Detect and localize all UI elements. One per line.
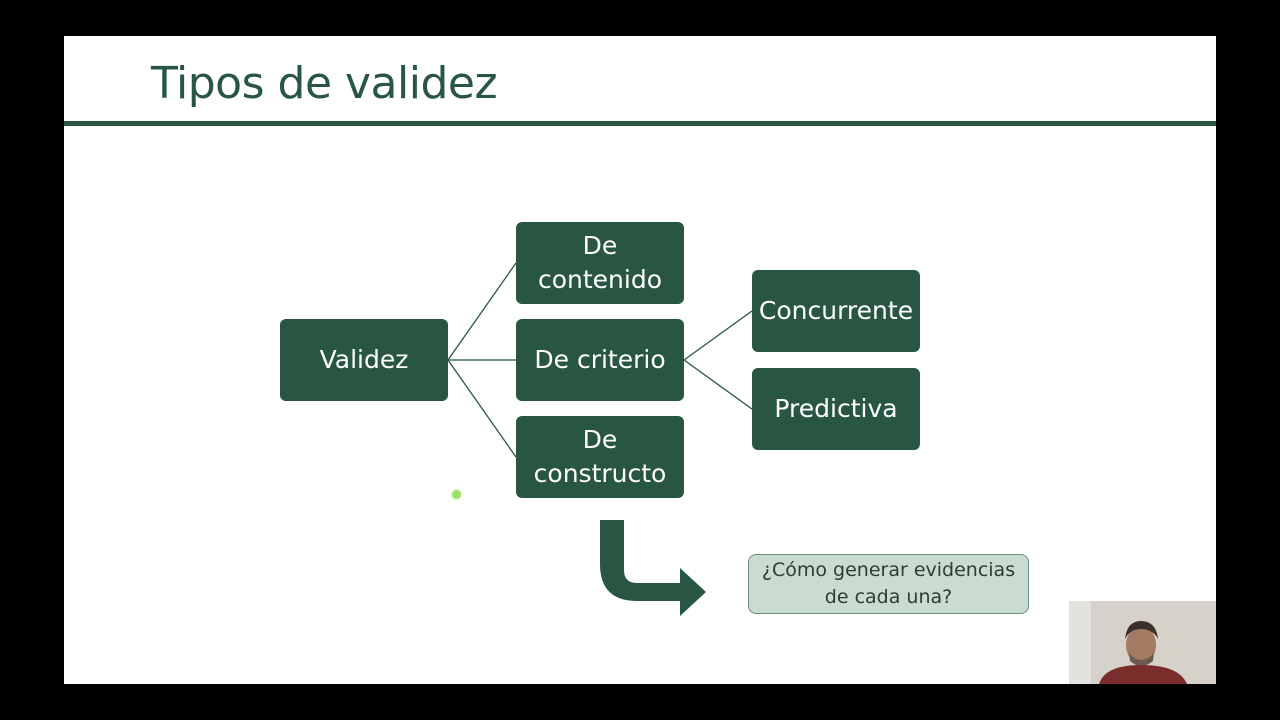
- laser-pointer-dot: [452, 490, 461, 499]
- title-divider: [64, 121, 1216, 126]
- presenter-webcam-thumbnail: [1069, 601, 1216, 684]
- connector-criterio-predictiva: [683, 359, 753, 410]
- connector-validez-contenido: [447, 262, 517, 361]
- connector-lines: [447, 262, 753, 616]
- connector-criterio-concurrente: [683, 310, 753, 361]
- connector-validez-constructo: [447, 359, 517, 458]
- slide-title: Tipos de validez: [151, 58, 498, 109]
- bent-down-right-arrow-icon: [600, 520, 706, 616]
- node-validez: Validez: [280, 319, 448, 401]
- node-de-criterio: De criterio: [516, 319, 684, 401]
- presenter-silhouette: [1069, 601, 1216, 684]
- node-de-constructo: De constructo: [516, 416, 684, 498]
- node-predictiva: Predictiva: [752, 368, 920, 450]
- question-callout: ¿Cómo generar evidencias de cada una?: [748, 554, 1029, 614]
- node-concurrente: Concurrente: [752, 270, 920, 352]
- slide: Tipos de validez Validez De contenido De…: [64, 36, 1216, 684]
- node-de-contenido: De contenido: [516, 222, 684, 304]
